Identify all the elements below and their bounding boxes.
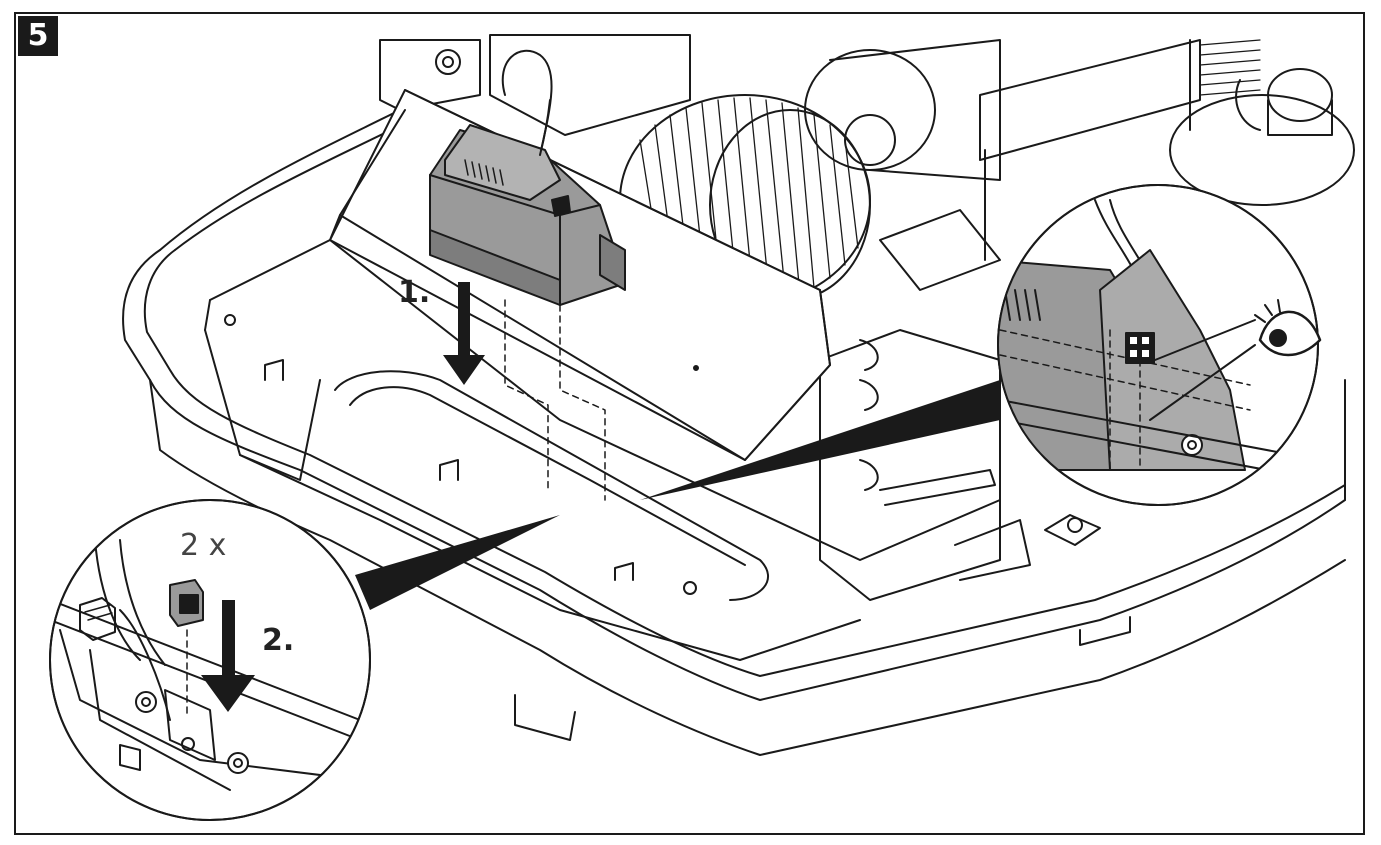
down-arrow-icon-2	[201, 600, 255, 712]
down-arrow-icon	[443, 282, 485, 385]
eye-icon	[1254, 299, 1322, 357]
callout-pointers	[355, 380, 1000, 610]
step1-label: 1.	[398, 275, 430, 310]
count-label: 2 x	[180, 528, 226, 563]
detail-callout-left	[49, 499, 371, 821]
sensor-module	[429, 99, 626, 306]
housing-tray	[122, 109, 1346, 756]
detail-callout-right	[997, 184, 1322, 506]
step2-label: 2.	[262, 623, 294, 658]
step-number-badge: 5	[18, 16, 58, 56]
placement-guides	[504, 299, 606, 501]
figure-frame	[14, 12, 1365, 835]
